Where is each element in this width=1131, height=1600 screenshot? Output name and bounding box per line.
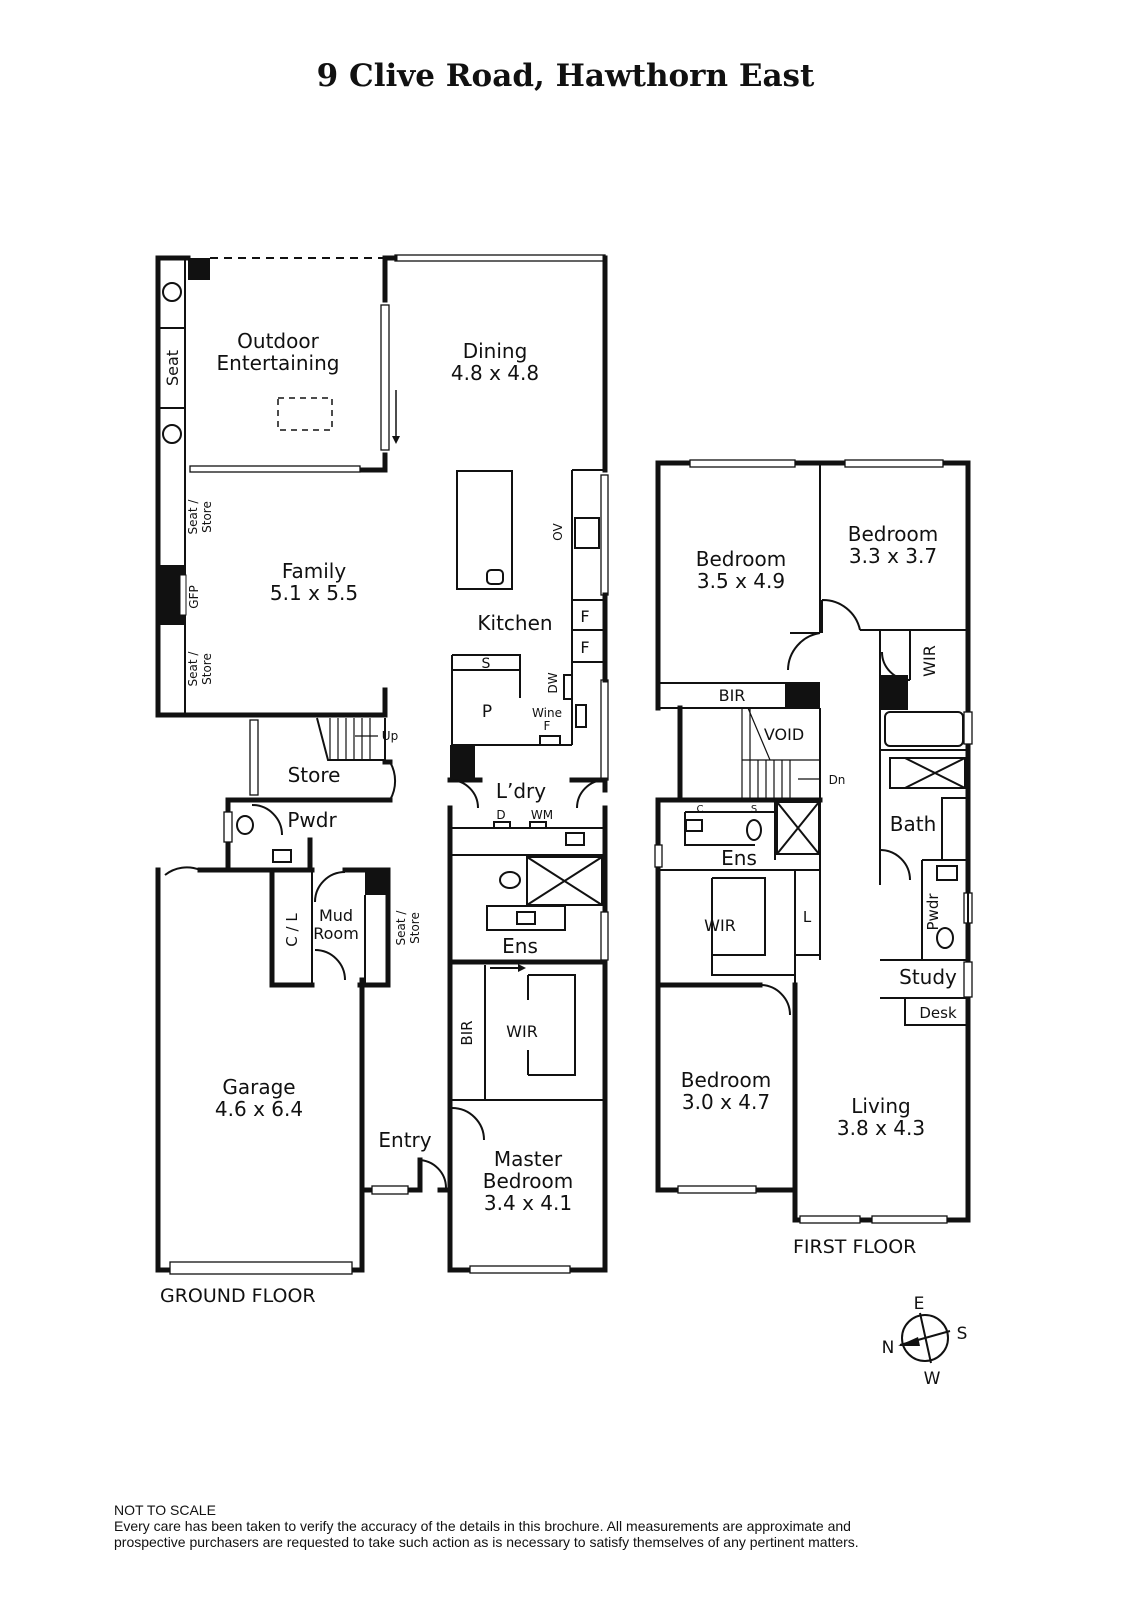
fixture-fridge-1: F: [580, 607, 589, 626]
room-bedroom-2-dimensions: 3.3 x 3.7: [849, 544, 937, 568]
room-outdoor-label-2: Entertaining: [217, 351, 340, 375]
disclaimer-line-2: prospective purchasers are requested to …: [114, 1534, 859, 1550]
toilet-icon: [746, 819, 762, 841]
room-bedroom-1-dimensions: 3.5 x 4.9: [697, 569, 785, 593]
room-bedroom-2-label: Bedroom: [848, 522, 938, 546]
fixture-seat-store-1: Seat /: [186, 499, 200, 535]
room-garage-dimensions: 4.6 x 6.4: [215, 1097, 303, 1121]
fixture-cl: C / L: [283, 913, 301, 947]
fixture-pantry: P: [482, 702, 492, 722]
shower-icon: [889, 757, 966, 789]
fixture-seat-store-3: Seat /: [394, 910, 408, 946]
fixture-fridge-2: F: [580, 638, 589, 657]
room-labels: Outdoor Entertaining Dining 4.8 x 4.8 Fa…: [160, 329, 957, 1307]
fixture-shelf: S: [482, 656, 491, 672]
compass-n: N: [882, 1338, 895, 1358]
room-garage-label: Garage: [222, 1075, 295, 1099]
room-family-dimensions: 5.1 x 5.5: [270, 581, 358, 605]
first-floor-plan: [654, 459, 973, 1224]
fixture-seat-store-2: Seat /: [186, 651, 200, 687]
compass-w: W: [924, 1369, 941, 1389]
fixture-desk: Desk: [919, 1004, 957, 1022]
room-dining-dimensions: 4.8 x 4.8: [451, 361, 539, 385]
room-dining-label: Dining: [463, 339, 528, 363]
room-wir-label: WIR: [506, 1022, 538, 1041]
disclaimer: NOT TO SCALE Every care has been taken t…: [114, 1502, 859, 1550]
ground-floor-plan: [155, 254, 609, 1275]
room-master-label-2: Bedroom: [483, 1169, 573, 1193]
property-title: 9 Clive Road, Hawthorn East: [316, 58, 815, 94]
room-ens-label: Ens: [502, 934, 538, 958]
toilet-icon: [936, 927, 954, 949]
room-master-label: Master: [494, 1147, 563, 1171]
kitchen-island: [456, 470, 513, 590]
room-living-label: Living: [851, 1094, 910, 1118]
stairs-up-label: Up: [382, 729, 398, 743]
fixture-seat: Seat: [163, 350, 182, 386]
room-bedroom-3-label: Bedroom: [681, 1068, 771, 1092]
room-bir-label: BIR: [719, 686, 746, 705]
room-outdoor-label: Outdoor: [237, 329, 319, 353]
fixture-wine-fridge: Wine: [532, 706, 562, 720]
room-entry-label: Entry: [378, 1128, 431, 1152]
fixture-dryer: D: [496, 808, 505, 822]
sink-icon: [486, 569, 504, 585]
room-mud-label-2: Room: [313, 924, 359, 943]
disclaimer-line-1: Every care has been taken to verify the …: [114, 1518, 851, 1534]
fixture-seat-store-1b: Store: [200, 501, 214, 533]
toilet-icon: [499, 871, 521, 889]
fixture-c: C: [697, 804, 704, 815]
void-label: VOID: [764, 725, 804, 744]
room-ens-ff-label: Ens: [721, 846, 757, 870]
bathtub-icon: [884, 711, 964, 747]
room-family-label: Family: [282, 559, 347, 583]
room-wir-ff-label: WIR: [704, 916, 736, 935]
fixture-s: S: [751, 804, 757, 815]
room-bedroom-1-label: Bedroom: [696, 547, 786, 571]
room-laundry-label: L’dry: [496, 779, 546, 803]
fixture-seat-store-3b: Store: [408, 912, 422, 944]
compass-e: E: [914, 1294, 925, 1314]
fixture-wine-fridge-f: F: [544, 719, 551, 733]
compass-s: S: [957, 1324, 968, 1344]
stairs-down-label: Dn: [829, 773, 846, 787]
room-wir-2-label: WIR: [920, 645, 939, 677]
fixture-washing-machine: WM: [531, 808, 553, 822]
room-mud-label: Mud: [319, 906, 353, 925]
room-master-dimensions: 3.4 x 4.1: [484, 1191, 572, 1215]
fixture-seat-store-2b: Store: [200, 653, 214, 685]
room-kitchen-label: Kitchen: [477, 611, 552, 635]
toilet-icon: [236, 815, 254, 835]
fixture-dishwasher: DW: [546, 672, 560, 693]
plant-icon: [162, 424, 182, 444]
cooktop-icon: [574, 517, 600, 549]
fixture-gfp: GFP: [187, 585, 201, 608]
shower-icon: [776, 801, 820, 855]
room-store-label: Store: [288, 763, 341, 787]
room-bath-label: Bath: [890, 812, 937, 836]
room-living-dimensions: 3.8 x 4.3: [837, 1116, 925, 1140]
room-bedroom-3-dimensions: 3.0 x 4.7: [682, 1090, 770, 1114]
plant-icon: [162, 282, 182, 302]
not-to-scale-note: NOT TO SCALE: [114, 1502, 216, 1518]
first-floor-label: FIRST FLOOR: [793, 1236, 916, 1258]
room-bir-label: BIR: [458, 1020, 476, 1045]
fixture-oven: OV: [551, 522, 565, 540]
room-study-label: Study: [899, 965, 957, 989]
room-pwdr-ff-label: Pwdr: [924, 893, 942, 931]
room-pwdr-label: Pwdr: [287, 808, 337, 832]
compass-icon: N E S W: [882, 1294, 968, 1389]
ground-floor-label: GROUND FLOOR: [160, 1285, 316, 1307]
fixture-linen: L: [803, 908, 812, 926]
